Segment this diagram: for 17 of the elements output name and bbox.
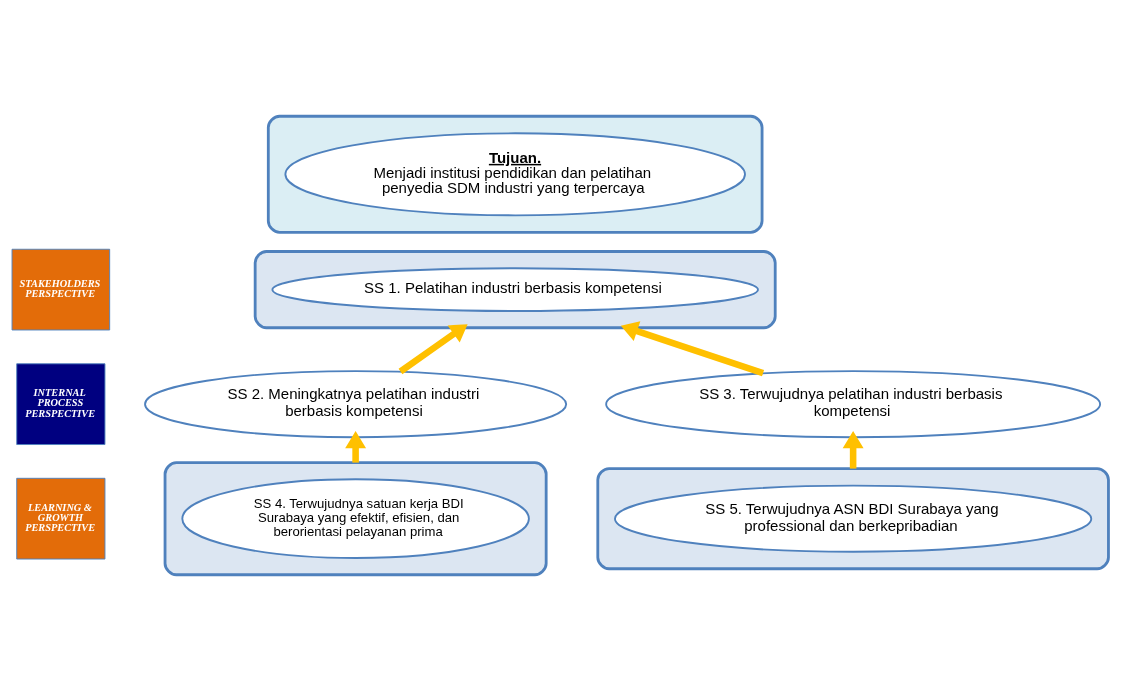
node-box: LEARNING & GROWTH PERSPECTIVE bbox=[16, 477, 106, 560]
arrow bbox=[842, 431, 864, 469]
node-box: INTERNAL PROCESS PERSPECTIVE bbox=[16, 363, 106, 445]
arrow bbox=[620, 321, 765, 377]
node-ellipse: SS 5. Terwujudnya ASN BDI Surabaya yang professional dan berkepribadian bbox=[614, 484, 1093, 553]
arrow bbox=[398, 324, 468, 375]
node-ellipse: SS 1. Pelatihan industri berbasis kompetensi bbox=[271, 267, 759, 312]
cluster bbox=[596, 467, 1110, 571]
node-ellipse: SS 2. Meningkatnya pelatihan industri berbasis kompetensi bbox=[144, 370, 568, 439]
node-ellipse: SS 3. Terwujudnya pelatihan industri berbasis kompetensi bbox=[605, 370, 1102, 439]
arrow bbox=[345, 431, 367, 463]
node-ellipse: Tujuan. Menjadi institusi pendidikan dan pelatihan penyedia SDM industri yang terpercaya bbox=[284, 132, 746, 217]
node-box: STAKEHOLDERS PERSPECTIVE bbox=[11, 248, 111, 331]
cluster bbox=[266, 114, 764, 234]
node-ellipse: SS 4. Terwujudnya satuan kerja BDI Surabaya yang efektif, efisien, dan berorientasi pelayanan prima bbox=[181, 478, 530, 559]
cluster bbox=[253, 250, 777, 330]
cluster bbox=[163, 461, 548, 577]
